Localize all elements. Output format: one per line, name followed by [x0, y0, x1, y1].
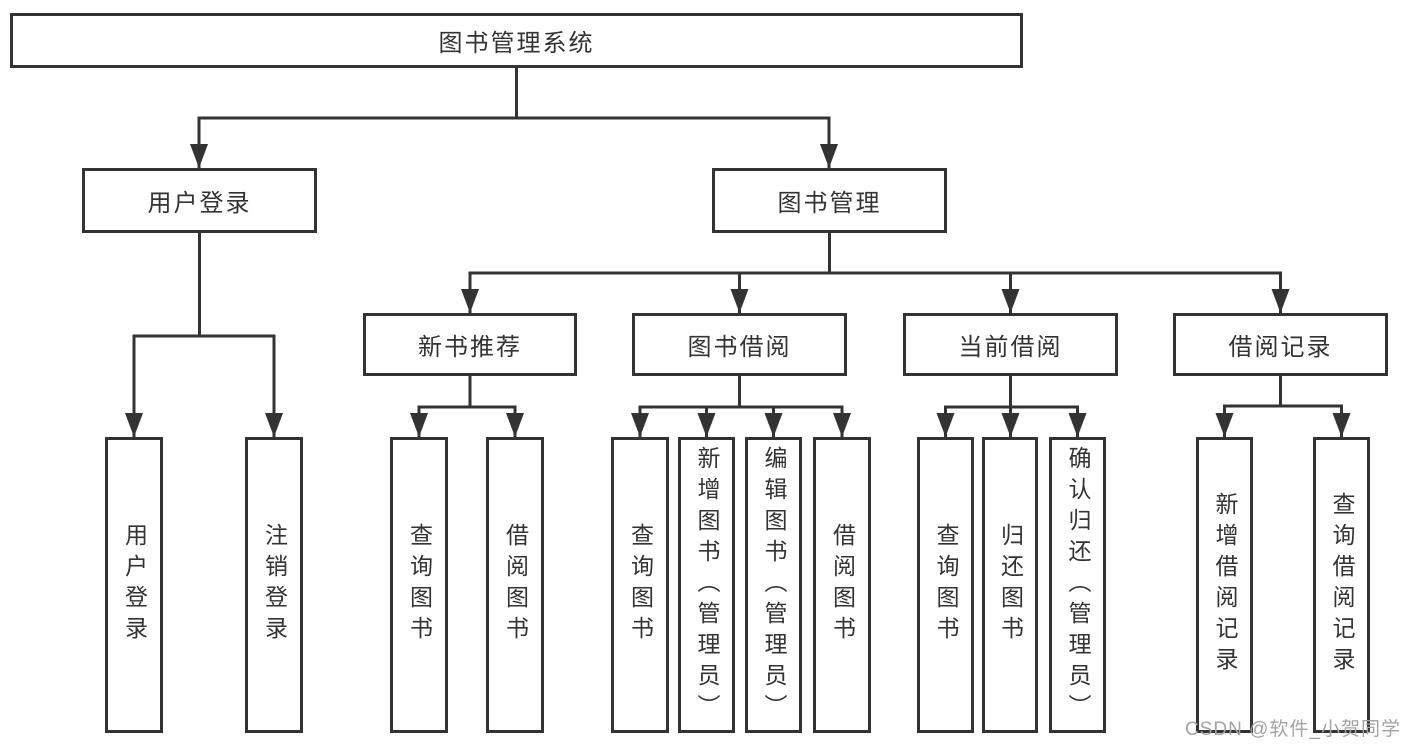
node-leaf-user-login-label: 用户登录 [121, 523, 148, 647]
node-book-borrowing: 图书借阅 [632, 313, 847, 376]
arrow-down-icon [1215, 413, 1234, 437]
connector-strokes [132, 68, 1343, 437]
arrow-down-icon [125, 413, 143, 437]
arrow-down-icon [461, 289, 479, 313]
arrow-down-icon [936, 413, 955, 437]
node-current-borrowing-label: 当前借阅 [958, 334, 1063, 361]
node-leaf-recommend-query-book: 查询图书 [390, 437, 448, 733]
node-leaf-borrowing-borrow-book-label: 借阅图书 [829, 523, 856, 647]
node-user-login-label: 用户登录 [147, 190, 252, 217]
node-leaf-current-return-book-label: 归还图书 [997, 523, 1024, 647]
node-leaf-borrowing-edit-book-admin-label: 编辑图书（管理员） [761, 445, 787, 725]
node-book-borrowing-label: 图书借阅 [687, 334, 792, 361]
arrowheads [125, 144, 1351, 437]
node-leaf-borrowing-query-book-label: 查询图书 [627, 523, 654, 647]
node-new-book-recommend: 新书推荐 [363, 313, 577, 376]
arrow-down-icon [1001, 413, 1020, 437]
node-library-management-system: 图书管理系统 [10, 13, 1023, 68]
node-library-management-system-label: 图书管理系统 [438, 30, 595, 57]
node-user-login: 用户登录 [82, 168, 317, 233]
arrow-down-icon [833, 413, 851, 437]
arrow-down-icon [820, 144, 838, 168]
arrow-down-icon [506, 413, 524, 437]
arrow-down-icon [265, 413, 283, 437]
node-leaf-borrowing-add-book-admin: 新增图书（管理员） [678, 437, 735, 733]
arrow-down-icon [1271, 289, 1290, 313]
node-leaf-records-query-record-label: 查询借阅记录 [1329, 492, 1355, 678]
node-leaf-records-add-record-label: 新增借阅记录 [1212, 492, 1238, 678]
node-leaf-current-return-book: 归还图书 [982, 437, 1038, 733]
node-leaf-borrowing-edit-book-admin: 编辑图书（管理员） [745, 437, 802, 733]
arrow-down-icon [1001, 289, 1020, 313]
node-leaf-recommend-borrow-book: 借阅图书 [486, 437, 544, 733]
node-book-management: 图书管理 [712, 168, 947, 233]
watermark-text: CSDN @软件_小贺同学 [1185, 719, 1401, 740]
node-new-book-recommend-label: 新书推荐 [418, 334, 522, 361]
node-leaf-logout-label: 注销登录 [261, 523, 288, 647]
node-leaf-logout: 注销登录 [245, 437, 303, 733]
arrow-down-icon [764, 413, 783, 437]
arrow-down-icon [697, 413, 716, 437]
arrow-down-icon [1068, 413, 1087, 437]
node-leaf-current-query-book: 查询图书 [917, 437, 974, 733]
node-borrowing-records: 借阅记录 [1173, 313, 1388, 376]
node-leaf-current-query-book-label: 查询图书 [933, 523, 959, 647]
arrow-down-icon [730, 289, 749, 313]
node-leaf-recommend-borrow-book-label: 借阅图书 [502, 523, 529, 647]
arrow-down-icon [631, 413, 649, 437]
node-borrowing-records-label: 借阅记录 [1228, 334, 1333, 361]
node-leaf-current-confirm-return-admin: 确认归还（管理员） [1049, 437, 1106, 733]
node-leaf-borrowing-add-book-admin-label: 新增图书（管理员） [694, 445, 720, 725]
node-leaf-current-confirm-return-admin-label: 确认归还（管理员） [1065, 445, 1091, 725]
node-leaf-recommend-query-book-label: 查询图书 [406, 523, 433, 647]
node-leaf-records-add-record: 新增借阅记录 [1196, 437, 1253, 733]
node-current-borrowing: 当前借阅 [903, 313, 1118, 376]
node-book-management-label: 图书管理 [777, 190, 882, 217]
arrow-down-icon [410, 413, 428, 437]
node-leaf-records-query-record: 查询借阅记录 [1313, 437, 1370, 733]
arrow-down-icon [1332, 413, 1351, 437]
node-leaf-borrowing-query-book: 查询图书 [611, 437, 669, 733]
node-leaf-user-login: 用户登录 [105, 437, 163, 733]
arrow-down-icon [190, 144, 208, 168]
node-leaf-borrowing-borrow-book: 借阅图书 [813, 437, 871, 733]
